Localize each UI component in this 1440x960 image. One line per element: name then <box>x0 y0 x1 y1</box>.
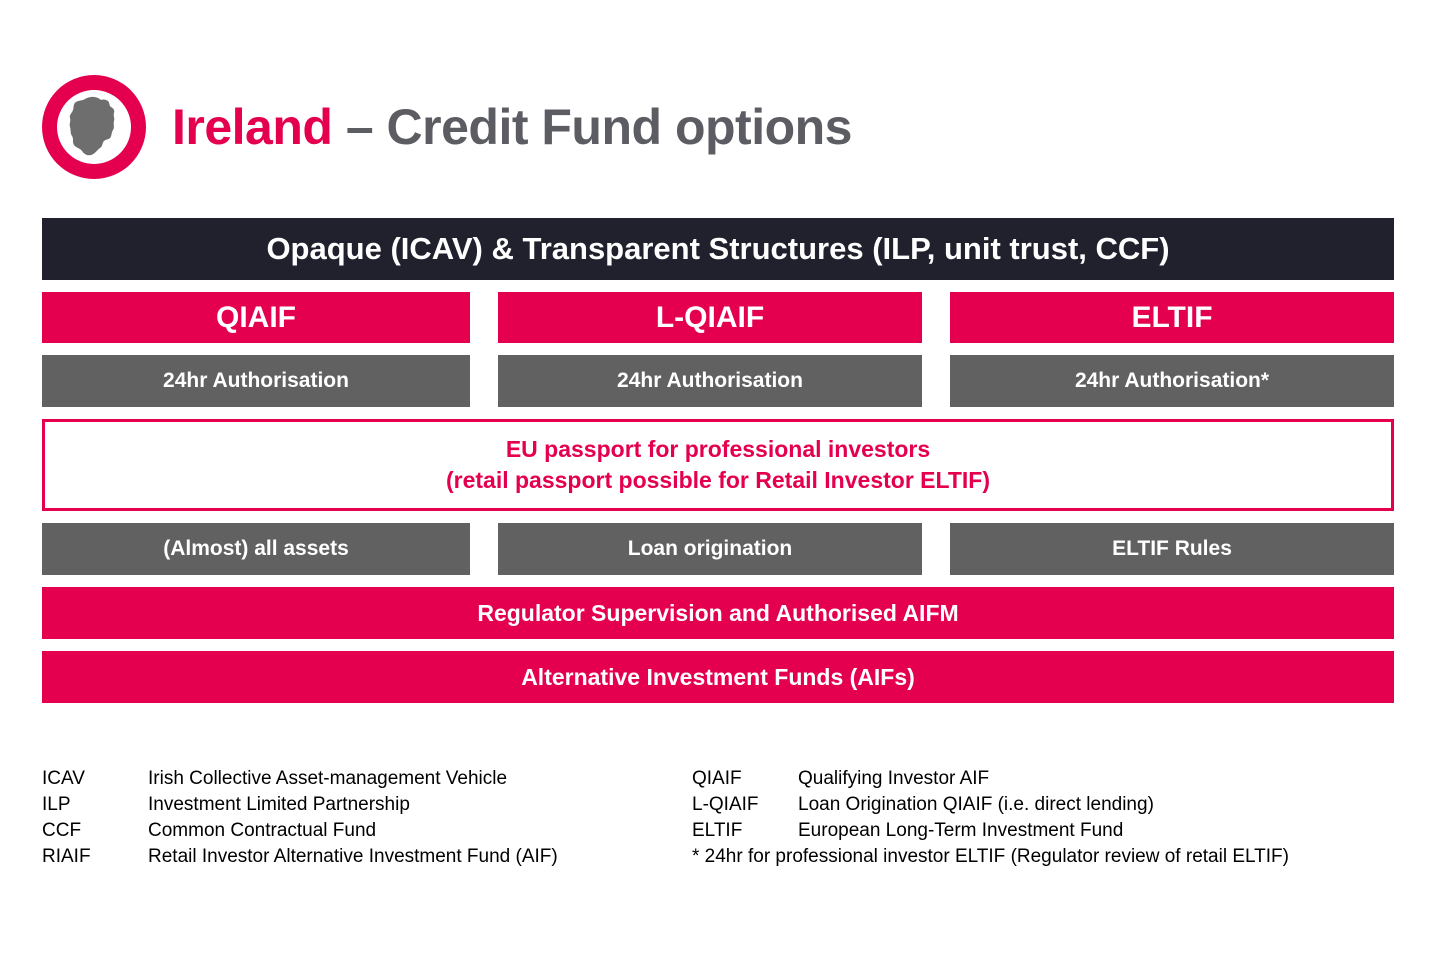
authorisation-row: 24hr Authorisation 24hr Authorisation 24… <box>42 355 1394 407</box>
column-spacer <box>922 292 950 343</box>
legend-item: CCF Common Contractual Fund <box>42 818 692 844</box>
legend-definition: Common Contractual Fund <box>148 820 377 841</box>
eu-passport-line-1: EU passport for professional investors <box>505 435 931 462</box>
assets-l-qiaif: Loan origination <box>498 523 922 575</box>
legend-definition: Loan Origination QIAIF (i.e. direct lend… <box>798 794 1154 815</box>
row-gap <box>42 639 1394 651</box>
regulator-supervision-bar: Regulator Supervision and Authorised AIF… <box>42 587 1394 639</box>
page-title-accent: Ireland <box>172 99 333 155</box>
legend-item: L-QIAIF Loan Origination QIAIF (i.e. dir… <box>692 792 1402 818</box>
column-spacer <box>922 355 950 407</box>
page-title: Ireland – Credit Fund options <box>172 102 852 152</box>
abbreviations-legend: ICAV Irish Collective Asset-management V… <box>42 766 1402 870</box>
page-title-main: – Credit Fund options <box>332 99 853 155</box>
column-spacer <box>470 523 498 575</box>
legend-item: ILP Investment Limited Partnership <box>42 792 692 818</box>
fund-type-l-qiaif: L-QIAIF <box>498 292 922 343</box>
assets-row: (Almost) all assets Loan origination ELT… <box>42 523 1394 575</box>
eu-passport-line-2: (retail passport possible for Retail Inv… <box>445 467 990 493</box>
legend-item: QIAIF Qualifying Investor AIF <box>692 766 1402 792</box>
legend-item: RIAIF Retail Investor Alternative Invest… <box>42 844 692 870</box>
eu-passport-box: EU passport for professional investors (… <box>42 419 1394 511</box>
credit-fund-options-diagram: Opaque (ICAV) & Transparent Structures (… <box>42 218 1394 703</box>
ireland-map-shape-icon <box>69 96 115 156</box>
assets-eltif: ELTIF Rules <box>950 523 1394 575</box>
legend-abbr: QIAIF <box>692 768 742 789</box>
row-gap <box>42 280 1394 292</box>
legend-definition: Qualifying Investor AIF <box>798 768 990 789</box>
row-gap <box>42 343 1394 355</box>
legend-column-left: ICAV Irish Collective Asset-management V… <box>42 766 692 870</box>
page-header: Ireland – Credit Fund options <box>42 62 852 192</box>
fund-type-qiaif: QIAIF <box>42 292 470 343</box>
legend-definition: Irish Collective Asset-management Vehicl… <box>148 768 508 789</box>
legend-abbr: CCF <box>42 820 82 841</box>
structures-header-bar: Opaque (ICAV) & Transparent Structures (… <box>42 218 1394 280</box>
legend-definition: Retail Investor Alternative Investment F… <box>148 846 558 867</box>
legend-abbr: RIAIF <box>42 846 91 867</box>
logo-inner-disc <box>57 90 131 164</box>
row-gap <box>42 511 1394 523</box>
legend-item: ICAV Irish Collective Asset-management V… <box>42 766 692 792</box>
column-spacer <box>470 355 498 407</box>
authorisation-l-qiaif: 24hr Authorisation <box>498 355 922 407</box>
legend-abbr: ELTIF <box>692 820 743 841</box>
column-spacer <box>922 523 950 575</box>
row-gap <box>42 575 1394 587</box>
assets-qiaif: (Almost) all assets <box>42 523 470 575</box>
ireland-map-roundel-icon <box>42 75 146 179</box>
alternative-investment-funds-bar: Alternative Investment Funds (AIFs) <box>42 651 1394 703</box>
legend-footnote: * 24hr for professional investor ELTIF (… <box>692 846 1289 867</box>
fund-type-eltif: ELTIF <box>950 292 1394 343</box>
legend-column-right: QIAIF Qualifying Investor AIF L-QIAIF Lo… <box>692 766 1402 870</box>
legend-definition: European Long-Term Investment Fund <box>798 820 1124 841</box>
column-spacer <box>470 292 498 343</box>
legend-abbr: ILP <box>42 794 71 815</box>
legend-abbr: ICAV <box>42 768 85 789</box>
fund-type-header-row: QIAIF L-QIAIF ELTIF <box>42 292 1394 343</box>
legend-abbr: L-QIAIF <box>692 794 759 815</box>
row-gap <box>42 407 1394 419</box>
legend-definition: Investment Limited Partnership <box>148 794 410 815</box>
authorisation-qiaif: 24hr Authorisation <box>42 355 470 407</box>
authorisation-eltif: 24hr Authorisation* <box>950 355 1394 407</box>
legend-item: ELTIF European Long-Term Investment Fund <box>692 818 1402 844</box>
